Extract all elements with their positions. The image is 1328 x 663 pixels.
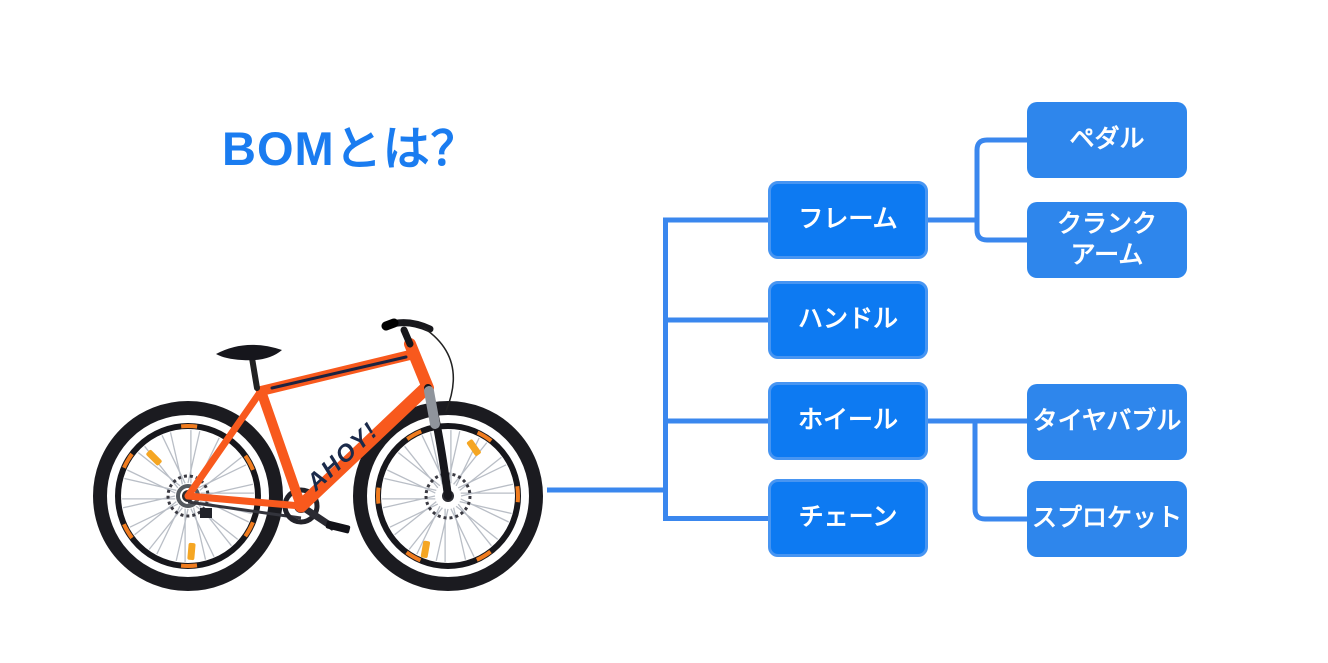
tree-node-tire-bubble: タイヤバブル <box>1027 384 1187 460</box>
tree-node-crank-arm: クランク アーム <box>1027 202 1187 278</box>
trunk-line <box>663 217 768 521</box>
bicycle-image: AHOY! <box>93 318 543 591</box>
tree-node-chain: チェーン <box>768 479 928 557</box>
cockpit-icon <box>216 318 455 500</box>
tree-node-handle: ハンドル <box>768 281 928 359</box>
tree-node-sprocket: スプロケット <box>1027 481 1187 557</box>
bike-frame-icon: AHOY! <box>184 338 434 513</box>
tree-node-frame: フレーム <box>768 181 928 259</box>
tree-node-wheel: ホイール <box>768 382 928 460</box>
tree-node-pedal: ペダル <box>1027 102 1187 178</box>
wheel-to-sprocket-line <box>972 421 1027 522</box>
page-title: BOMとは？ <box>222 122 479 175</box>
frame-children-bracket-line <box>974 137 1027 243</box>
